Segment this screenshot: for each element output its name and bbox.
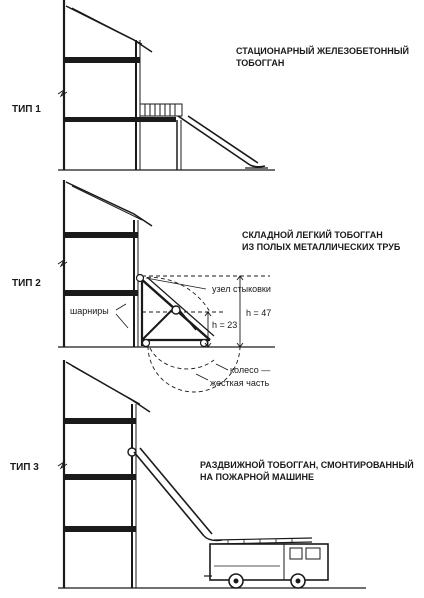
concrete-slide (177, 115, 268, 169)
panel-type-3: ТИП 3 РАЗДВИЖНОЙ ТОБОГГАН, СМОНТИРОВАННЫ… (10, 360, 414, 589)
folding-slide (115, 273, 270, 393)
type-3-label: ТИП 3 (10, 462, 39, 473)
building-section-1 (57, 0, 275, 171)
fire-truck (204, 537, 329, 589)
type-3-caption-line-2: НА ПОЖАРНОЙ МАШИНЕ (200, 471, 314, 482)
type-2-caption-line-1: СКЛАДНОЙ ЛЕГКИЙ ТОБОГГАН (242, 229, 383, 240)
building-section-3 (57, 360, 366, 589)
type-1-caption-line-2: ТОБОГГАН (236, 58, 284, 68)
type-1-label: ТИП 1 (12, 104, 41, 115)
hinges-annotation: шарниры (70, 306, 109, 316)
rigid-part-annotation: жесткая часть (210, 378, 269, 388)
type-1-caption-line-1: СТАЦИОНАРНЫЙ ЖЕЛЕЗОБЕТОННЫЙ (236, 45, 409, 56)
height-large-annotation: h = 47 (246, 308, 271, 318)
wheel-annotation: колесо — (230, 365, 270, 375)
building-section-2 (57, 180, 275, 348)
height-small-annotation: h = 23 (212, 320, 237, 330)
type-3-caption-line-1: РАЗДВИЖНОЙ ТОБОГГАН, СМОНТИРОВАННЫЙ (200, 459, 414, 470)
panel-type-2: ТИП 2 СКЛАДНОЙ ЛЕГКИЙ ТОБОГГАН ИЗ ПОЛЫХ … (12, 180, 401, 393)
joint-annotation: узел стыковки (212, 284, 271, 294)
type-2-caption-line-2: ИЗ ПОЛЫХ МЕТАЛЛИЧЕСКИХ ТРУБ (242, 242, 401, 252)
panel-type-1: ТИП 1 СТАЦИОНАРНЫЙ ЖЕЛЕЗОБЕТОННЫЙ ТОБОГГ… (12, 0, 409, 171)
type-2-label: ТИП 2 (12, 278, 41, 289)
